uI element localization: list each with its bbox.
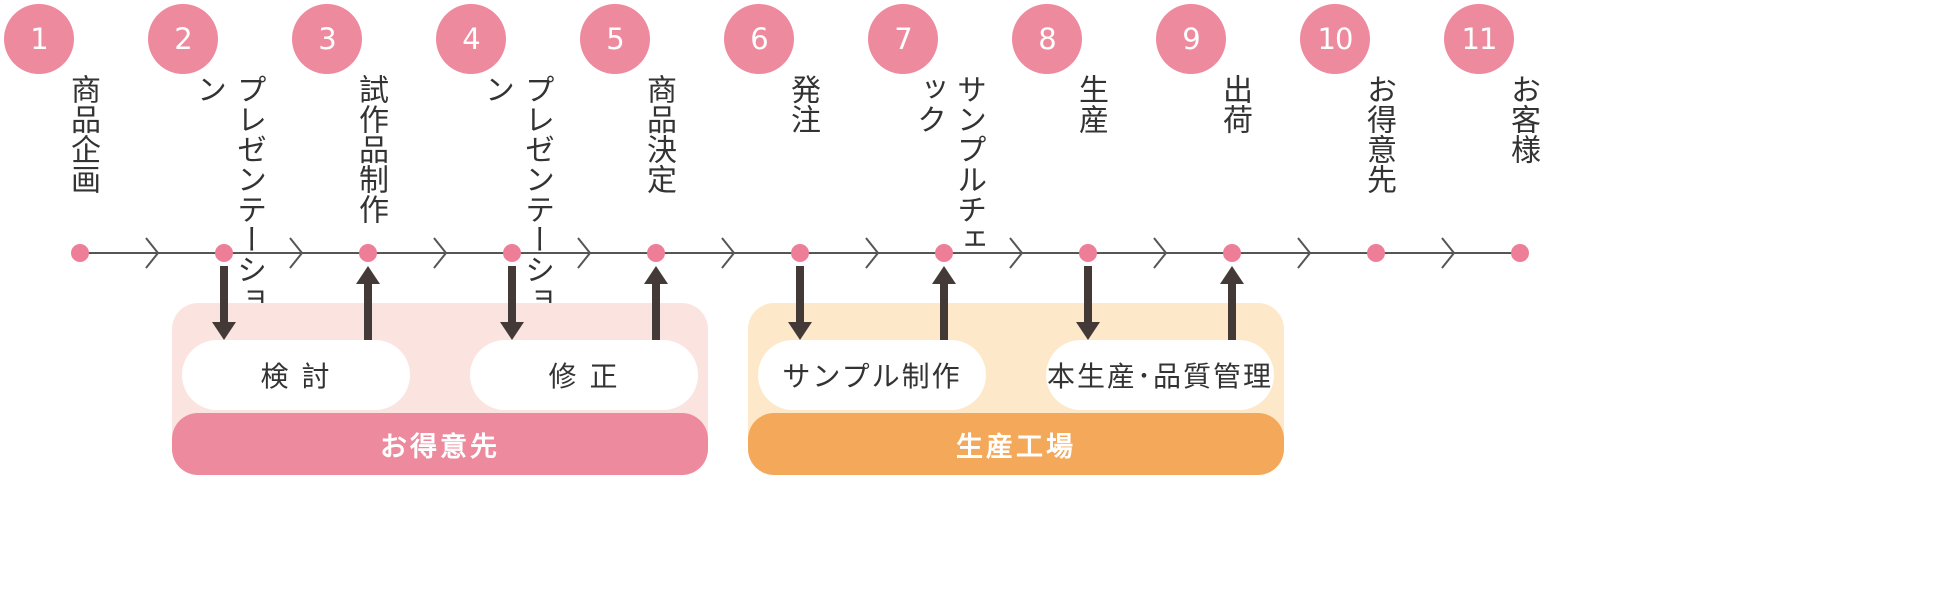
chevron-right-icon [1441, 237, 1456, 269]
up-arrow-shaft [940, 282, 948, 340]
step-label-3: 試作品制作 [353, 74, 388, 224]
step-number-1: 1 [4, 4, 74, 74]
down-arrow-shaft [1084, 266, 1092, 324]
timeline-dot [1223, 244, 1241, 262]
down-arrow-shaft [508, 266, 516, 324]
chevron-right-icon [289, 237, 304, 269]
step-number-9: 9 [1156, 4, 1226, 74]
step-number-7: 7 [868, 4, 938, 74]
arrow-down-icon [500, 322, 524, 340]
revision-pill: 修 正 [470, 340, 698, 410]
timeline-dot [215, 244, 233, 262]
timeline-dot [503, 244, 521, 262]
review-pill: 検 討 [182, 340, 410, 410]
factory-title-bar: 生産工場 [748, 413, 1284, 475]
up-arrow-shaft [1228, 282, 1236, 340]
step-number-5: 5 [580, 4, 650, 74]
up-arrow-shaft [652, 282, 660, 340]
timeline-dot [1511, 244, 1529, 262]
timeline-dot [647, 244, 665, 262]
timeline-dot [71, 244, 89, 262]
timeline-dot [1367, 244, 1385, 262]
step-label-9: 出荷 [1217, 74, 1252, 134]
step-label-8: 生産 [1073, 74, 1108, 134]
step-label-6: 発注 [785, 74, 820, 134]
sample-production-pill: サンプル制作 [758, 340, 986, 410]
step-number-2: 2 [148, 4, 218, 74]
step-label-10: お得意先 [1361, 74, 1396, 194]
chevron-right-icon [577, 237, 592, 269]
arrow-up-icon [644, 266, 668, 284]
step-number-6: 6 [724, 4, 794, 74]
step-label-5: 商品決定 [641, 74, 676, 194]
chevron-right-icon [1009, 237, 1024, 269]
step-number-10: 10 [1300, 4, 1370, 74]
step-number-8: 8 [1012, 4, 1082, 74]
chevron-right-icon [433, 237, 448, 269]
step-number-4: 4 [436, 4, 506, 74]
step-label-4: プレゼンテーション [479, 74, 554, 314]
step-number-11: 11 [1444, 4, 1514, 74]
mass-production-qc-pill: 本生産･品質管理 [1046, 340, 1274, 410]
arrow-up-icon [1220, 266, 1244, 284]
client-title-bar: お得意先 [172, 413, 708, 475]
up-arrow-shaft [364, 282, 372, 340]
arrow-down-icon [212, 322, 236, 340]
arrow-up-icon [356, 266, 380, 284]
arrow-up-icon [932, 266, 956, 284]
chevron-right-icon [721, 237, 736, 269]
timeline-dot [359, 244, 377, 262]
step-label-11: お客様 [1505, 74, 1540, 164]
step-label-2: プレゼンテーション [191, 74, 266, 314]
chevron-right-icon [1297, 237, 1312, 269]
down-arrow-shaft [796, 266, 804, 324]
chevron-right-icon [145, 237, 160, 269]
step-number-3: 3 [292, 4, 362, 74]
step-label-7: サンプルチェック [911, 74, 986, 254]
down-arrow-shaft [220, 266, 228, 324]
step-label-1: 商品企画 [65, 74, 100, 194]
arrow-down-icon [1076, 322, 1100, 340]
arrow-down-icon [788, 322, 812, 340]
chevron-right-icon [865, 237, 880, 269]
chevron-right-icon [1153, 237, 1168, 269]
timeline-dot [791, 244, 809, 262]
timeline-dot [1079, 244, 1097, 262]
timeline-dot [935, 244, 953, 262]
